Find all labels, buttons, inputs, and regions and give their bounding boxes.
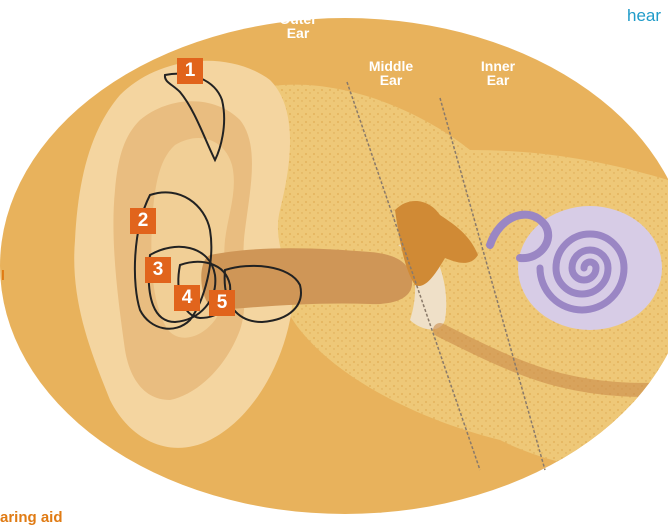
marker-4: 4 <box>174 285 200 311</box>
inner-ear-label: Inner Ear <box>466 59 530 87</box>
outer-ear-label-line1: Outer <box>266 12 330 26</box>
inner-ear-label-line1: Inner <box>466 59 530 73</box>
side-text-fragment: l <box>1 267 5 283</box>
outer-ear-label: Outer Ear <box>266 12 330 40</box>
marker-3: 3 <box>145 257 171 283</box>
middle-ear-label-line1: Middle <box>356 59 426 73</box>
header-text-fragment: hear <box>627 6 661 26</box>
footer-text-fragment: aring aid <box>0 509 63 526</box>
marker-2: 2 <box>130 208 156 234</box>
middle-ear-label-line2: Ear <box>356 73 426 87</box>
outer-ear-label-line2: Ear <box>266 26 330 40</box>
middle-ear-label: Middle Ear <box>356 59 426 87</box>
inner-ear-label-line2: Ear <box>466 73 530 87</box>
marker-1: 1 <box>177 58 203 84</box>
marker-5: 5 <box>209 290 235 316</box>
